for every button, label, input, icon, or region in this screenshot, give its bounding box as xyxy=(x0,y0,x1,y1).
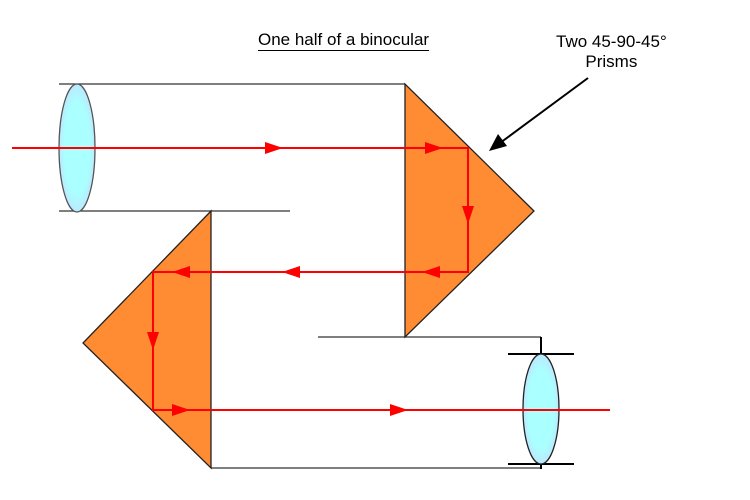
prisms-label-line2: Prisms xyxy=(585,52,638,71)
arrow-icon xyxy=(422,266,440,278)
prism-lower xyxy=(82,209,212,470)
arrow-icon xyxy=(172,404,190,416)
prisms-label-line1: Two 45-90-45° xyxy=(556,32,667,51)
arrow-icon xyxy=(390,404,408,416)
arrow-icon xyxy=(265,142,283,154)
arrow-icon xyxy=(172,266,190,278)
arrow-icon xyxy=(425,142,443,154)
light-ray xyxy=(12,147,610,411)
arrow-icon xyxy=(147,332,159,350)
ray-arrows xyxy=(147,142,474,416)
arrow-icon xyxy=(462,206,474,224)
diagram-title: One half of a binocular xyxy=(258,30,430,49)
arrow-icon xyxy=(282,266,300,278)
pointer-arrow-icon xyxy=(489,77,589,151)
tube-outline xyxy=(59,83,541,469)
prisms-label: Two 45-90-45° Prisms xyxy=(556,32,667,72)
